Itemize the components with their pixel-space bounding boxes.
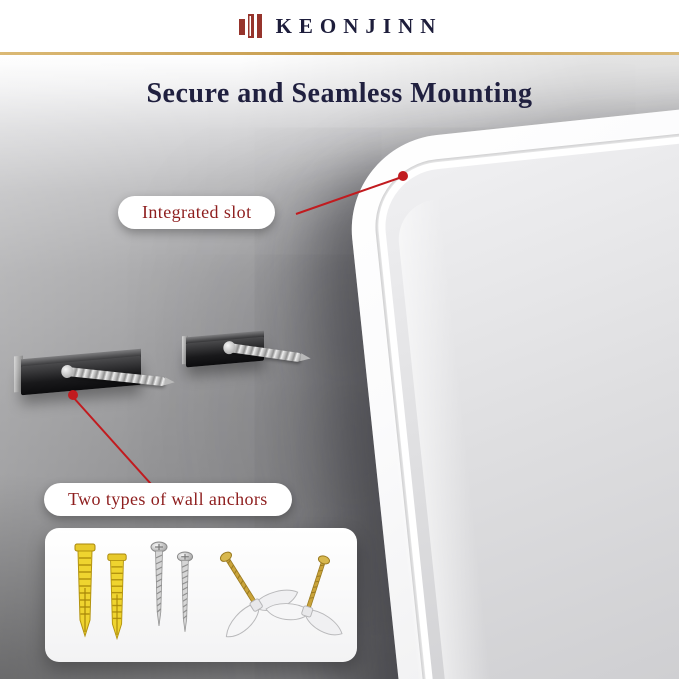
brand-header: KEONJINN <box>0 0 679 52</box>
mirror-frame <box>342 100 679 679</box>
wall-bracket-1 <box>14 348 179 410</box>
callout-wall-anchors: Two types of wall anchors <box>44 483 292 516</box>
self-tapping-screw-icon <box>176 551 194 632</box>
butterfly-toggle-anchor-icon <box>265 555 343 636</box>
wall-anchors-card <box>45 528 357 662</box>
keonjinn-logo-icon <box>238 14 262 38</box>
brand-name: KEONJINN <box>275 13 443 38</box>
self-tapping-screw-icon <box>150 541 168 627</box>
callout-integrated-slot: Integrated slot <box>118 196 276 229</box>
plastic-expansion-anchor-icon <box>74 543 96 638</box>
butterfly-toggle-anchor-icon <box>219 551 299 638</box>
wall-bracket-2 <box>182 330 307 382</box>
gold-divider <box>0 52 679 55</box>
plastic-expansion-anchor-icon <box>107 553 127 641</box>
mirror-surface <box>379 133 679 679</box>
hardware-items-illustration <box>74 541 343 641</box>
page-title: Secure and Seamless Mounting <box>146 78 533 109</box>
